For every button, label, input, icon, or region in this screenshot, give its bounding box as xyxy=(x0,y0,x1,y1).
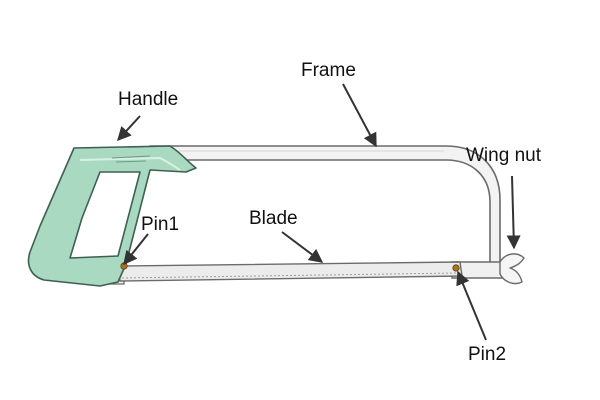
arrow-pin2 xyxy=(456,270,487,341)
arrow-blade xyxy=(281,231,324,263)
label-handle: Handle xyxy=(118,89,178,110)
handle xyxy=(27,145,197,287)
frame-outline xyxy=(149,145,501,271)
leader-lines xyxy=(117,83,521,341)
arrow-handle xyxy=(117,115,141,142)
arrow-wing-nut xyxy=(506,175,521,250)
handle-body xyxy=(27,145,197,287)
wing-nut-shape xyxy=(499,253,525,285)
arrow-pin1 xyxy=(123,233,149,266)
label-pin2: Pin2 xyxy=(468,344,506,365)
label-blade: Blade xyxy=(249,208,298,229)
arrow-frame xyxy=(342,83,377,148)
handle-inner-highlight xyxy=(79,156,181,171)
wing-nut xyxy=(499,253,525,285)
label-frame: Frame xyxy=(301,60,356,81)
blade xyxy=(117,261,463,282)
label-pin1: Pin1 xyxy=(141,214,179,235)
label-wing-nut: Wing nut xyxy=(466,145,542,166)
blade-body xyxy=(117,261,463,282)
blade-teeth-edge xyxy=(121,272,459,279)
pin2-marker xyxy=(452,264,460,272)
handle-embossing xyxy=(111,155,151,163)
